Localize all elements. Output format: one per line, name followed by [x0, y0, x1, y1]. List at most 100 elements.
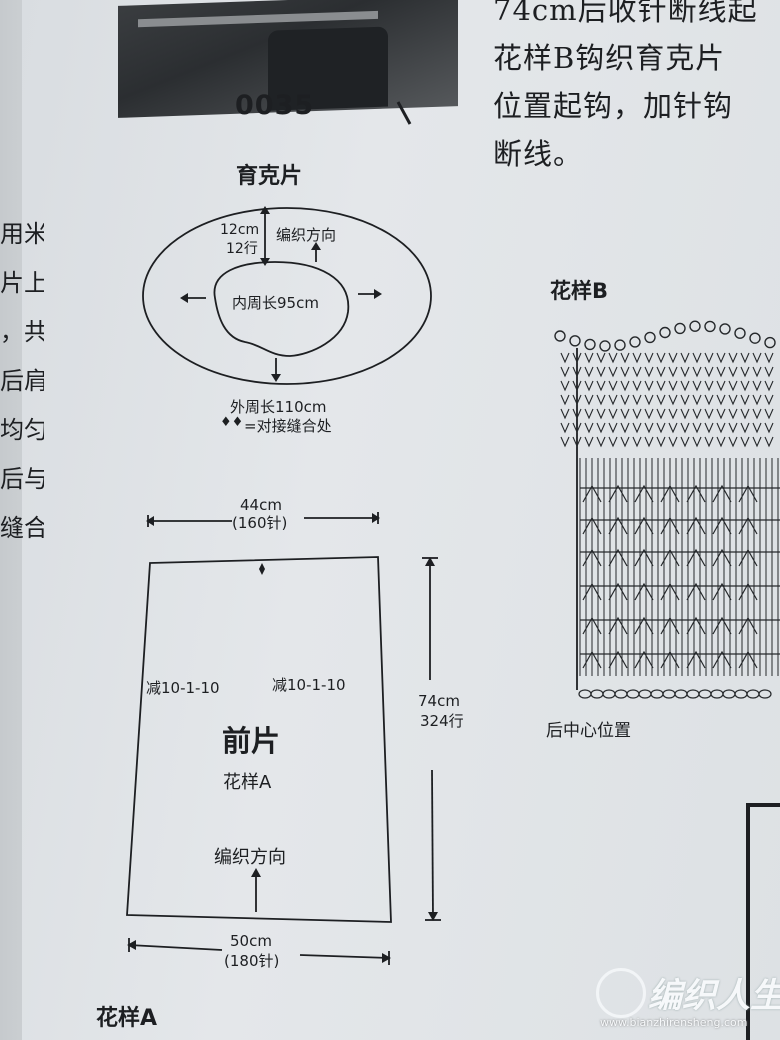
v-stitch [656, 366, 666, 378]
v-stitch [632, 408, 642, 420]
v-stitch [668, 436, 678, 448]
v-stitch [680, 408, 690, 420]
front-decrease-left: 减10-1-10 [146, 679, 220, 697]
v-stitch [716, 436, 726, 448]
v-stitch [644, 366, 654, 378]
chain-loop [686, 689, 700, 699]
v-stitch [584, 436, 594, 448]
shell-stitch [582, 650, 602, 669]
v-stitch [740, 352, 750, 364]
v-stitch [608, 352, 618, 364]
shell-stitch [686, 548, 706, 567]
v-stitch [692, 352, 702, 364]
yoke-outer-perimeter: 外周长110cm [230, 398, 327, 416]
v-stitch [716, 352, 726, 364]
shell-stitch [712, 650, 732, 669]
v-stitch [572, 408, 582, 420]
arrowhead [271, 374, 281, 382]
bottom-dimension-line-right [299, 954, 390, 959]
v-stitch [596, 394, 606, 406]
v-stitch [608, 394, 618, 406]
v-stitch [632, 394, 642, 406]
v-stitch [656, 352, 666, 364]
picot-stitch [764, 336, 776, 349]
v-stitch [752, 422, 762, 434]
v-stitch [704, 366, 714, 378]
v-stitch [644, 352, 654, 364]
chain-loop [614, 689, 628, 699]
shell-stitch [686, 582, 706, 601]
prev-fragment: 后肩的 [0, 367, 44, 395]
yoke-seam-note: =对接缝合处 [244, 417, 332, 435]
shell-stitch [634, 650, 654, 669]
v-stitch [668, 394, 678, 406]
v-stitch [572, 352, 582, 364]
shell-stitch [660, 582, 680, 601]
picot-stitch [614, 339, 626, 351]
v-stitch [716, 394, 726, 406]
v-stitch [596, 422, 606, 434]
instruction-line: 花样B钩织育克片 [493, 41, 726, 75]
v-stitch [692, 380, 702, 392]
v-stitch [596, 436, 606, 448]
shell-stitch [608, 548, 628, 567]
v-stitch [596, 352, 606, 364]
v-stitch [740, 394, 750, 406]
pattern-b-caption: 后中心位置 [546, 721, 631, 741]
chain-loop [578, 689, 592, 699]
v-stitch [704, 380, 714, 392]
shell-stitch [634, 516, 654, 535]
v-stitch [620, 436, 630, 448]
front-title: 前片 [222, 724, 281, 758]
v-stitch [656, 394, 666, 406]
chain-loop [638, 689, 652, 699]
v-stitch [728, 352, 738, 364]
v-stitch [572, 436, 582, 448]
v-stitch [560, 422, 570, 434]
prev-fragment: 均匀 [0, 416, 44, 444]
v-stitch [740, 380, 750, 392]
v-stitch [560, 366, 570, 378]
chain-loop [710, 689, 724, 699]
front-decrease-right: 减10-1-10 [272, 676, 346, 694]
v-stitch [704, 422, 714, 434]
v-stitch [704, 394, 714, 406]
instruction-line: 断线。 [493, 137, 584, 171]
shell-stitch [582, 582, 602, 601]
v-stitch [728, 408, 738, 420]
arrowhead [260, 258, 270, 266]
picot-stitch [629, 336, 641, 348]
shell-stitch [660, 616, 680, 635]
v-stitch [644, 422, 654, 434]
front-height-cm: 74cm [418, 692, 460, 710]
v-stitch [572, 366, 582, 378]
prev-fragment: 用米线 [0, 220, 44, 248]
shell-stitch [712, 582, 732, 601]
shell-stitch [686, 616, 706, 635]
v-stitch [752, 366, 762, 378]
v-stitch [644, 436, 654, 448]
shell-stitch [686, 484, 706, 503]
shell-stitch [738, 650, 758, 669]
v-stitch [596, 366, 606, 378]
v-stitch [740, 422, 750, 434]
picot-stitch [554, 330, 566, 342]
v-stitch [692, 436, 702, 448]
v-stitch [752, 394, 762, 406]
yoke-outer-outline [142, 207, 432, 385]
shell-stitch [738, 484, 758, 503]
front-height-rows: 324行 [420, 712, 464, 730]
shell-stitch [712, 616, 732, 635]
front-stitches-top: (160针) [232, 514, 288, 532]
picot-stitch [719, 323, 731, 335]
v-stitch [752, 408, 762, 420]
seam-mark [259, 569, 265, 575]
shell-stitch [634, 484, 654, 503]
chain-loop [662, 689, 676, 699]
shell-stitch [608, 650, 628, 669]
chain-loop [602, 689, 616, 699]
v-stitch [668, 352, 678, 364]
shell-stitch [686, 650, 706, 669]
v-stitch [764, 436, 774, 448]
v-stitch [560, 436, 570, 448]
